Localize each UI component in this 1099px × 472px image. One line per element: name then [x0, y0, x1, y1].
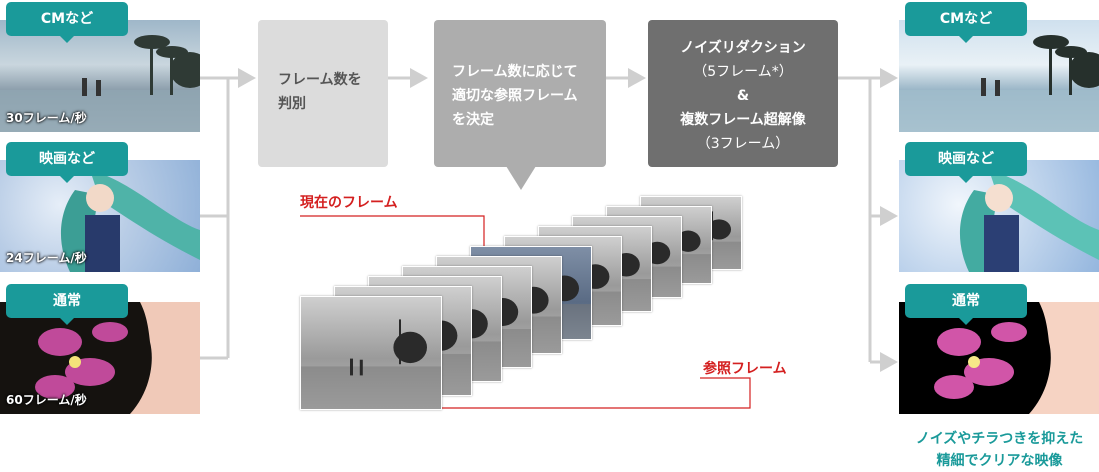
step3-line4: 複数フレーム超解像 [680, 112, 806, 128]
step-noise-reduction: ノイズリダクション （5フレーム*） & 複数フレーム超解像 （3フレーム） [648, 20, 838, 167]
result-caption-line1: ノイズやチラつきを抑えた [915, 431, 1084, 447]
input-thumb-cm: 30フレーム/秒 [0, 20, 200, 132]
input-rate-cm: 30フレーム/秒 [6, 111, 87, 125]
step1-line1: フレーム数を [278, 72, 362, 88]
step3-line5: （3フレーム） [696, 136, 790, 152]
output-thumb-movie [899, 160, 1099, 272]
frame-reference [300, 296, 442, 410]
result-caption-line2: 精細でクリアな映像 [936, 453, 1063, 469]
step1-line2: 判別 [278, 96, 306, 112]
output-thumb-normal [899, 302, 1099, 414]
output-tag-cm: CMなど [905, 2, 1027, 43]
input-rate-movie: 24フレーム/秒 [6, 251, 87, 265]
input-tag-cm: CMなど [6, 2, 128, 43]
step2-line1: フレーム数に応じて [452, 64, 578, 80]
step2-pointer [506, 166, 536, 190]
input-tag-movie: 映画など [6, 142, 128, 183]
step2-line2: 適切な参照フレーム [452, 88, 578, 104]
current-frame-label: 現在のフレーム [300, 195, 398, 211]
step3-line3: & [736, 88, 750, 104]
output-tag-movie: 映画など [905, 142, 1027, 183]
input-tag-normal: 通常 [6, 284, 128, 325]
result-caption: ノイズやチラつきを抑えた 精細でクリアな映像 [900, 428, 1099, 472]
output-tag-normal: 通常 [905, 284, 1027, 325]
step2-line3: を決定 [452, 112, 494, 128]
input-rate-normal: 60フレーム/秒 [6, 393, 87, 407]
input-thumb-normal: 60フレーム/秒 [0, 302, 200, 414]
input-thumb-movie: 24フレーム/秒 [0, 160, 200, 272]
output-thumb-cm [899, 20, 1099, 132]
step-detect-frame-count: フレーム数を 判別 [258, 20, 388, 167]
reference-frame-label: 参照フレーム [703, 361, 787, 377]
step3-line2: （5フレーム*） [693, 64, 793, 80]
step3-line1: ノイズリダクション [680, 40, 806, 56]
step-choose-reference: フレーム数に応じて 適切な参照フレーム を決定 [434, 20, 606, 167]
